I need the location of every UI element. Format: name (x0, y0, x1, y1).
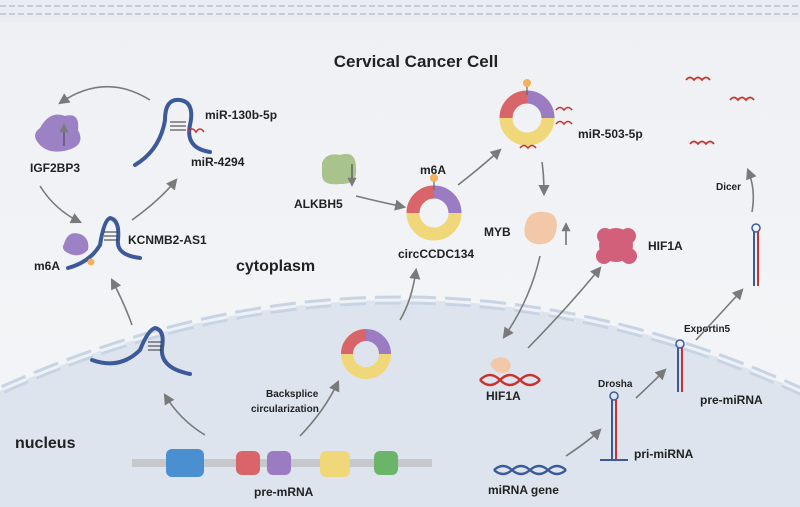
igf2bp3-bound-protein (62, 233, 89, 256)
mature-mirnas (685, 76, 755, 146)
arrow-circ-to-mir503 (457, 148, 502, 186)
m6a-left-label: m6A (34, 259, 60, 273)
circ-mir503-complex (499, 79, 573, 150)
pre-mrna-gene (132, 449, 432, 477)
mir503-label: miR-503-5p (578, 127, 643, 141)
arrow-myb-to-hif1a-gene (502, 255, 541, 339)
m6a-circ-label: m6A (420, 163, 446, 177)
pri-mirna-label: pri-miRNA (634, 447, 694, 461)
arrow-alkbh5-to-circ (355, 195, 407, 211)
exon-1 (166, 449, 204, 477)
exportin5-label: Exportin5 (684, 324, 731, 335)
hif1a-dna (479, 357, 541, 387)
mirna-gene-dna (493, 464, 567, 476)
igf2bp3-protein (35, 114, 81, 152)
drosha-label: Drosha (598, 379, 633, 390)
pre-mirna-label: pre-miRNA (700, 393, 763, 407)
myb-label: MYB (484, 225, 511, 239)
circccdc134-circle (406, 174, 462, 241)
backsplice-label-line2: circularization (251, 404, 319, 415)
backsplice-label-line1: Backsplice (266, 389, 319, 400)
myb-protein (524, 211, 557, 245)
exon-3 (267, 451, 291, 475)
mir130b-label: miR-130b-5p (205, 108, 277, 122)
arrow-nucleus-to-kcnmb2 (110, 278, 133, 326)
pre-mrna-label: pre-mRNA (254, 485, 314, 499)
dicer-label: Dicer (716, 182, 741, 193)
igf2bp3-label: IGF2BP3 (30, 161, 80, 175)
kcnmb2-label: KCNMB2-AS1 (128, 233, 207, 247)
arrow-hif1a-gene-to-protein (527, 266, 602, 349)
alkbh5-protein (322, 153, 357, 185)
arrow-circ-export (399, 267, 421, 321)
nuclear-rna-loop (90, 325, 192, 376)
cytoplasm-label: cytoplasm (236, 258, 315, 275)
arrow-igf2bp3-to-kcnmb2 (39, 185, 83, 224)
nucleus-label: nucleus (15, 435, 76, 452)
hif1a-protein-label: HIF1A (648, 239, 683, 253)
exon-5 (374, 451, 398, 475)
arrow-export-to-cytoplasm (695, 288, 744, 341)
pre-mirna-hairpin (675, 339, 685, 392)
exon-2 (236, 451, 260, 475)
arrow-kcnmb2-to-mir (131, 178, 178, 221)
arrow-primirna-to-premirna (635, 368, 667, 399)
arrow-mir-to-igf2bp3 (58, 85, 151, 105)
page-title: Cervical Cancer Cell (334, 52, 498, 71)
pri-mirna-hairpin (600, 391, 628, 461)
nuclear-circrna (341, 329, 391, 379)
arrow-mir503-to-myb (538, 161, 550, 197)
cytoplasm-pre-mirna (751, 223, 761, 286)
hif1a-gene-label: HIF1A (486, 389, 521, 403)
hif1a-protein (596, 228, 637, 264)
arrow-gene-to-primirna (565, 428, 602, 457)
mir130b-rna-complex (133, 97, 212, 167)
mirna-gene-label: miRNA gene (488, 483, 559, 497)
m6a-left-dot (87, 258, 95, 266)
alkbh5-label: ALKBH5 (294, 197, 343, 211)
arrow-premrna-to-rna (163, 393, 206, 436)
arrow-backsplice (299, 379, 340, 437)
cell-membrane-top (0, 0, 800, 22)
circccdc134-label: circCCDC134 (398, 247, 474, 261)
kcnmb2-rna (66, 215, 142, 270)
exon-4 (320, 451, 350, 477)
mir4294-label: miR-4294 (191, 155, 245, 169)
arrow-premirna-to-dicer (746, 167, 757, 213)
